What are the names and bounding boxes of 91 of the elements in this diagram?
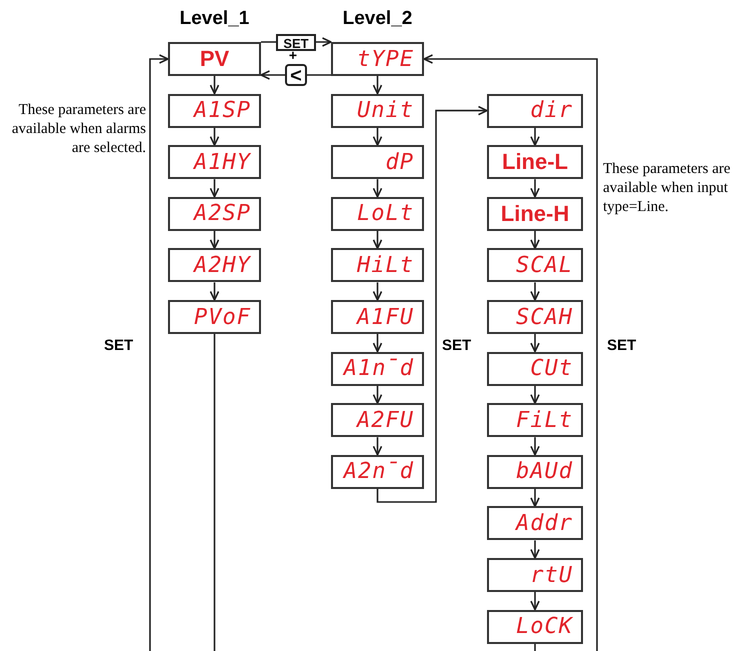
- column-heading: Level_1: [178, 8, 250, 30]
- arrow: [530, 179, 540, 198]
- arrow: [372, 76, 382, 94]
- display-box: [331, 352, 424, 386]
- arrow: [530, 230, 540, 250]
- parameter-code: A2HY: [194, 252, 251, 278]
- parameter-code: dir: [530, 98, 573, 124]
- display-box: [331, 403, 424, 438]
- display-box: [168, 94, 261, 128]
- display-box: [331, 248, 424, 282]
- parameter-code: SCAH: [516, 304, 573, 330]
- connector-line: [214, 334, 216, 651]
- arrow: [210, 282, 220, 301]
- arrow: [530, 282, 540, 301]
- display-box: [331, 300, 424, 334]
- arrow: [376, 106, 488, 503]
- display-box: [487, 300, 583, 334]
- display-box: [487, 248, 583, 282]
- parameter-code: PV: [200, 46, 230, 72]
- display-box: [487, 610, 583, 644]
- column-heading: Level_2: [342, 8, 414, 30]
- parameter-code: Unit: [357, 98, 414, 124]
- parameter-code: tYPE: [357, 46, 414, 72]
- parameter-code: A1HY: [194, 150, 251, 175]
- parameter-code: A1n̄d: [344, 356, 414, 382]
- parameter-code: A1SP: [194, 98, 251, 124]
- arrow: [530, 386, 540, 404]
- display-box: [168, 248, 261, 282]
- loop-label: SET: [607, 337, 638, 354]
- parameter-code: FiLt: [516, 408, 573, 433]
- arrow: [260, 70, 331, 80]
- parameter-code: LoLt: [357, 201, 414, 226]
- edge-label: SET: [276, 34, 316, 50]
- display-box: [487, 506, 583, 540]
- parameter-code: Addr: [516, 510, 573, 536]
- parameter-code: CUt: [530, 356, 573, 382]
- key-label: <: [285, 64, 307, 86]
- display-box: [487, 403, 583, 438]
- arrow: [372, 386, 382, 404]
- arrow: [372, 334, 382, 352]
- parameter-code: A1FU: [357, 304, 414, 330]
- arrow: [530, 128, 540, 146]
- loop-label: SET: [442, 337, 472, 354]
- connector-line: [534, 644, 536, 651]
- arrow: [530, 488, 540, 508]
- arrow: [372, 128, 382, 146]
- display-box: [168, 196, 261, 231]
- display-box: [331, 94, 424, 128]
- arrow: [530, 540, 540, 559]
- display-box: [487, 196, 583, 231]
- parameter-code: A2n̄d: [344, 459, 414, 484]
- note: These parameters are available when input type=Line.: [603, 160, 732, 217]
- display-box: [487, 558, 583, 592]
- arrow: [530, 592, 540, 610]
- arrow: [530, 437, 540, 456]
- display-box: [168, 42, 261, 76]
- parameter-code: SCAL: [516, 252, 573, 278]
- loop-label: SET: [104, 337, 134, 354]
- display-box: [487, 454, 583, 489]
- arrow: [210, 128, 220, 146]
- parameter-code: Line-H: [500, 200, 570, 227]
- arrow: [372, 282, 382, 301]
- display-box: [331, 454, 424, 489]
- display-box: [331, 145, 424, 180]
- parameter-code: HiLt: [357, 252, 414, 278]
- display-box: [487, 94, 583, 128]
- arrow: [149, 54, 169, 651]
- parameter-code: rtU: [530, 562, 573, 588]
- plus-sign: +: [288, 48, 298, 62]
- arrow: [372, 179, 382, 198]
- parameter-code: A2FU: [357, 408, 414, 433]
- display-box: [487, 352, 583, 386]
- arrow: [372, 437, 382, 456]
- parameter-code: Line-L: [502, 149, 568, 176]
- arrow: [372, 230, 382, 250]
- display-box: [168, 300, 261, 334]
- display-box: [331, 196, 424, 231]
- display-box: [331, 42, 424, 76]
- parameter-code: A2SP: [194, 201, 251, 226]
- arrow: [210, 230, 220, 250]
- arrow: [530, 334, 540, 352]
- note: These parameters are available when alarms are selected.: [10, 101, 146, 158]
- arrow: [210, 179, 220, 198]
- display-box: [168, 145, 261, 180]
- display-box: [487, 145, 583, 180]
- arrow: [210, 76, 220, 94]
- parameter-code: bAUd: [516, 459, 573, 484]
- arrow: [423, 54, 598, 651]
- parameter-code: PVoF: [194, 304, 251, 330]
- parameter-code: dP: [386, 150, 414, 175]
- parameter-code: LoCK: [516, 614, 573, 640]
